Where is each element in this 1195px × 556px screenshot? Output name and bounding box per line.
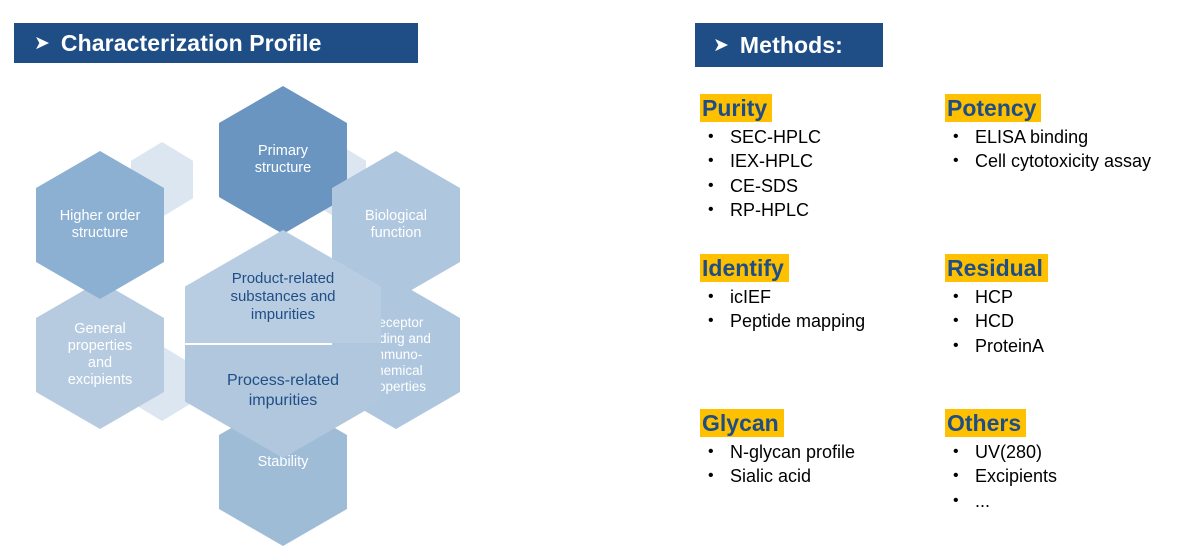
bullet-icon: • <box>708 467 714 485</box>
bullet-icon: • <box>953 467 959 485</box>
method-list-potency: •ELISA binding •Cell cytotoxicity assay <box>945 126 1185 173</box>
list-item[interactable]: •Peptide mapping <box>700 310 930 333</box>
list-item[interactable]: •CE-SDS <box>700 175 930 198</box>
method-group-residual-heading: Residual <box>945 254 1185 282</box>
list-item[interactable]: •ProteinA <box>945 335 1185 358</box>
methods-title-bar: ➤ Methods: <box>695 23 883 67</box>
list-item[interactable]: •SEC-HPLC <box>700 126 930 149</box>
bullet-icon: • <box>708 312 714 330</box>
list-item[interactable]: •Sialic acid <box>700 465 930 488</box>
method-group-glycan: Glycan •N-glycan profile •Sialic acid <box>700 409 930 490</box>
list-item[interactable]: •Cell cytotoxicity assay <box>945 150 1185 173</box>
list-item[interactable]: •N-glycan profile <box>700 441 930 464</box>
bullet-icon: • <box>953 443 959 461</box>
method-group-purity: Purity •SEC-HPLC •IEX-HPLC •CE-SDS •RP-H… <box>700 94 930 223</box>
list-item[interactable]: •RP-HPLC <box>700 199 930 222</box>
arrow-right-icon: ➤ <box>713 34 729 56</box>
method-group-identify-heading: Identify <box>700 254 930 282</box>
method-group-residual: Residual •HCP •HCD •ProteinA <box>945 254 1185 359</box>
bullet-icon: • <box>953 491 959 509</box>
method-group-others: Others •UV(280) •Excipients •... <box>945 409 1185 514</box>
method-list-identify: •icIEF •Peptide mapping <box>700 286 930 333</box>
bullet-icon: • <box>708 128 714 146</box>
hex-stability-label: Stability <box>257 454 309 471</box>
method-group-identify: Identify •icIEF •Peptide mapping <box>700 254 930 335</box>
method-group-potency: Potency •ELISA binding •Cell cytotoxicit… <box>945 94 1185 175</box>
list-item[interactable]: •icIEF <box>700 286 930 309</box>
list-item[interactable]: •HCD <box>945 310 1185 333</box>
method-group-potency-heading: Potency <box>945 94 1185 122</box>
page-title: Characterization Profile <box>60 29 322 56</box>
arrow-right-icon: ➤ <box>34 32 50 54</box>
bullet-icon: • <box>708 288 714 306</box>
list-item[interactable]: •UV(280) <box>945 441 1185 464</box>
method-group-others-heading: Others <box>945 409 1185 437</box>
bullet-icon: • <box>953 336 959 354</box>
method-list-purity: •SEC-HPLC •IEX-HPLC •CE-SDS •RP-HPLC <box>700 126 930 221</box>
bullet-icon: • <box>953 152 959 170</box>
bullet-icon: • <box>953 128 959 146</box>
list-item[interactable]: •... <box>945 490 1185 513</box>
bullet-icon: • <box>708 176 714 194</box>
method-list-glycan: •N-glycan profile •Sialic acid <box>700 441 930 488</box>
list-item[interactable]: •HCP <box>945 286 1185 309</box>
characterization-profile-title-bar: ➤ Characterization Profile <box>14 23 418 63</box>
methods-title: Methods: <box>739 31 843 58</box>
method-list-others: •UV(280) •Excipients •... <box>945 441 1185 512</box>
methods-panel: Purity •SEC-HPLC •IEX-HPLC •CE-SDS •RP-H… <box>700 94 1185 550</box>
method-group-purity-heading: Purity <box>700 94 930 122</box>
method-list-residual: •HCP •HCD •ProteinA <box>945 286 1185 357</box>
bullet-icon: • <box>708 443 714 461</box>
list-item[interactable]: •Excipients <box>945 465 1185 488</box>
bullet-icon: • <box>708 200 714 218</box>
method-group-glycan-heading: Glycan <box>700 409 930 437</box>
bullet-icon: • <box>953 288 959 306</box>
list-item[interactable]: •ELISA binding <box>945 126 1185 149</box>
list-item[interactable]: •IEX-HPLC <box>700 150 930 173</box>
bullet-icon: • <box>708 152 714 170</box>
bullet-icon: • <box>953 312 959 330</box>
